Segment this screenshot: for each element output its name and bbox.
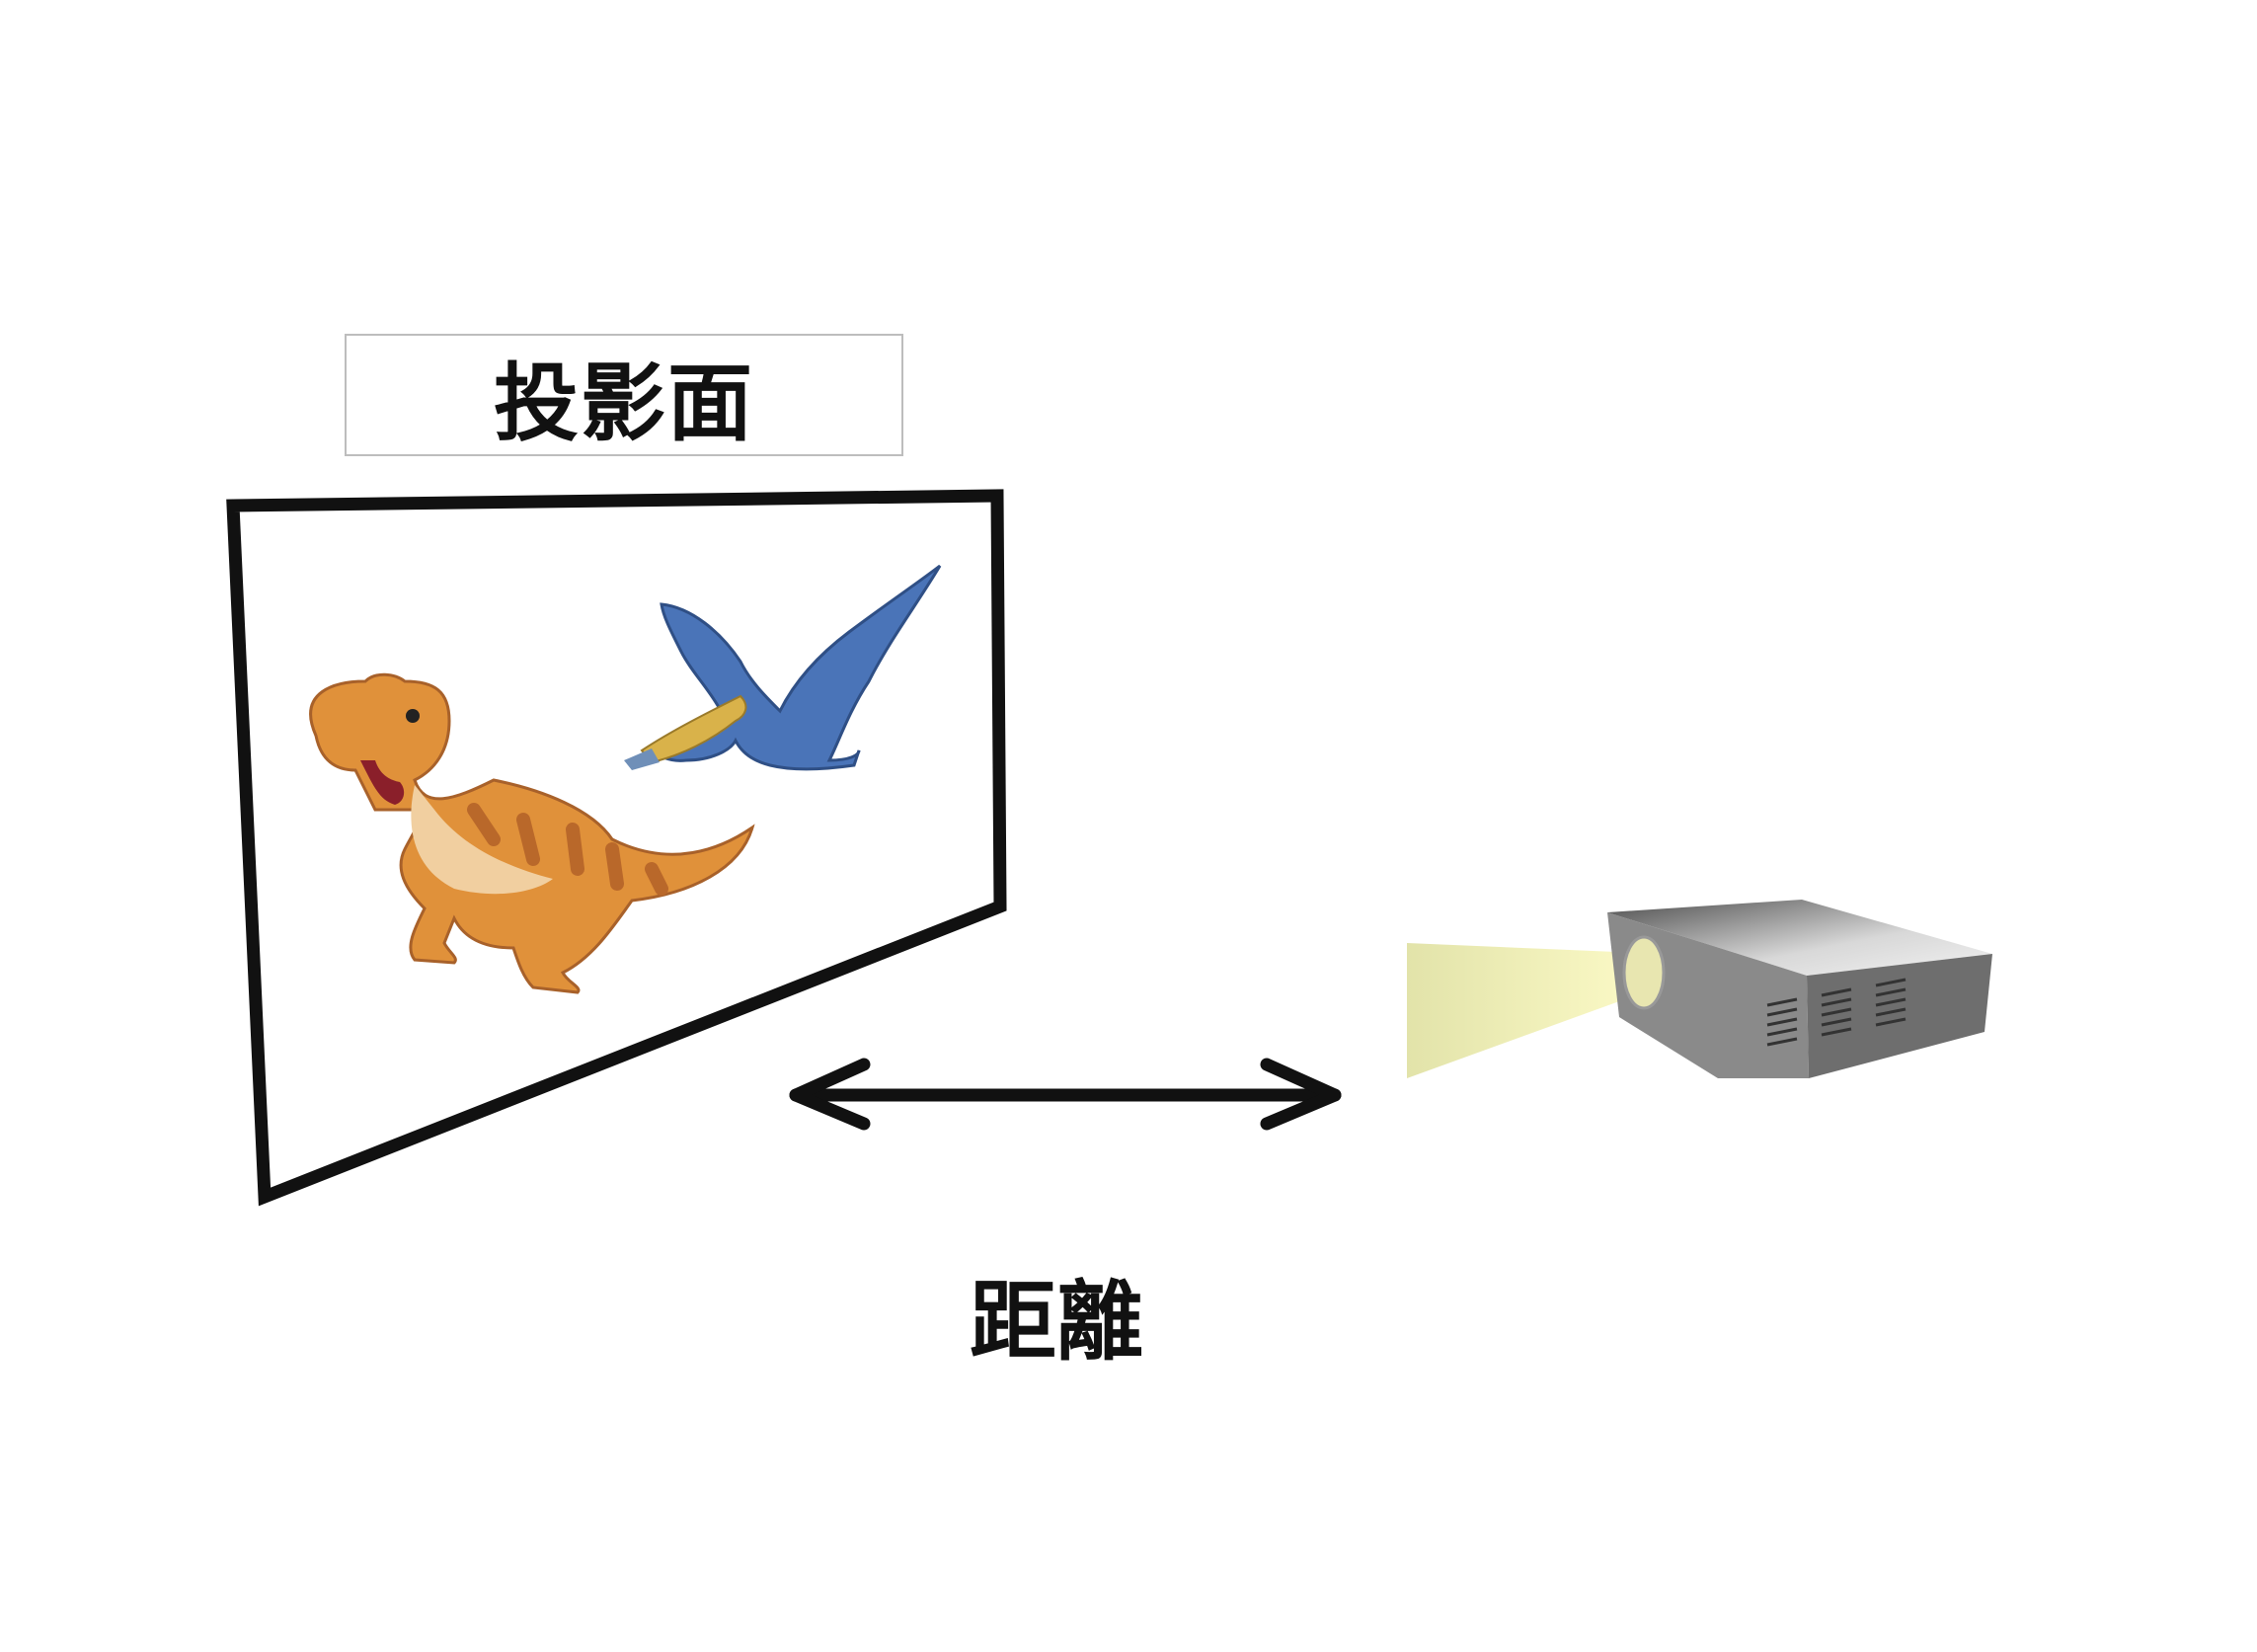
- double-arrow-icon: [789, 1058, 1342, 1131]
- screen-label-box: 投影面: [345, 334, 903, 456]
- distance-label: 距離: [969, 1271, 1143, 1373]
- projector-icon: [1407, 900, 1992, 1078]
- screen-label: 投影面: [494, 354, 754, 453]
- t-rex-illustration: [309, 672, 755, 994]
- pteranodon-illustration: [624, 564, 942, 771]
